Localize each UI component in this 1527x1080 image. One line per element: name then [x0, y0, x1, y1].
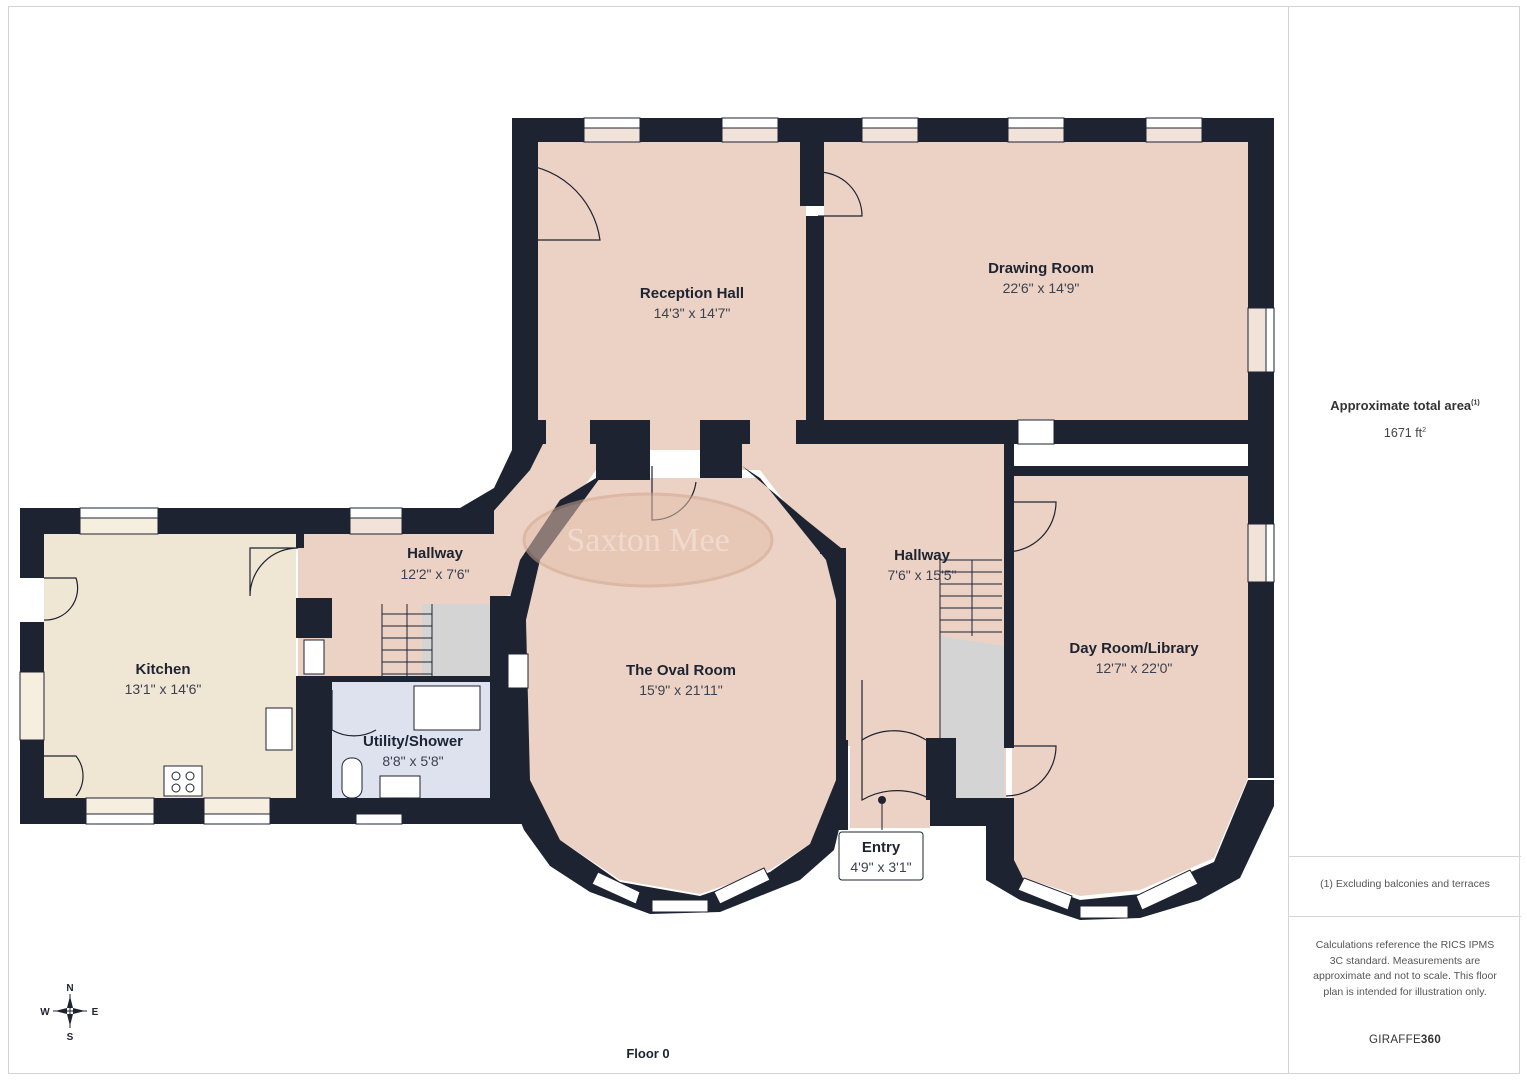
room-dims-day-room-library: 12'7" x 22'0"	[1096, 660, 1173, 676]
area-value-text: 1671 ft	[1383, 426, 1423, 440]
area-title-text: Approximate total area	[1330, 398, 1472, 413]
room-name-day-room-library: Day Room/Library	[1069, 640, 1199, 657]
disclaimer: Calculations reference the RICS IPMS 3C …	[1313, 939, 1497, 998]
hallway-west-fill	[298, 534, 530, 680]
area-title-sup: (1)	[1471, 399, 1480, 407]
entry-fill	[850, 744, 930, 828]
compass-south: S	[67, 1032, 74, 1043]
room-name-drawing-room: Drawing Room	[988, 260, 1094, 277]
windows	[19, 117, 1275, 919]
area-title: Approximate total area(1)	[1289, 398, 1521, 413]
area-unit-sup: 2	[1422, 426, 1427, 434]
room-name-entry: Entry	[862, 839, 901, 856]
compass-north: N	[66, 983, 73, 994]
room-name-hallway-east: Hallway	[894, 547, 951, 564]
watermark-text: Saxton Mee	[566, 522, 729, 559]
reception-hall-fill	[538, 142, 806, 424]
room-dims-utility-shower: 8'8" x 5'8"	[382, 753, 443, 769]
west-stair-landing	[422, 604, 492, 678]
room-name-oval-room: The Oval Room	[626, 662, 736, 679]
area-value: 1671 ft2	[1289, 426, 1521, 440]
room-name-reception-hall: Reception Hall	[640, 285, 744, 302]
panel-divider-2	[1289, 916, 1521, 917]
room-name-kitchen: Kitchen	[135, 661, 190, 678]
room-name-hallway-west: Hallway	[407, 545, 464, 562]
room-dims-kitchen: 13'1" x 14'6"	[125, 681, 202, 697]
central-hall-fill	[470, 420, 1006, 800]
brand-suffix: 360	[1420, 1034, 1442, 1046]
compass-west: W	[40, 1007, 50, 1018]
entry-marker	[878, 796, 886, 830]
watermark: Saxton Mee	[522, 492, 774, 588]
plan-frame	[8, 6, 1520, 1074]
footnote: (1) Excluding balconies and terraces	[1320, 878, 1490, 890]
floor-label: Floor 0	[626, 1046, 670, 1061]
brand-logo: GIRAFFE360	[1289, 1034, 1521, 1046]
room-dims-hallway-east: 7'6" x 15'5"	[888, 567, 957, 583]
fixtures	[163, 685, 481, 799]
room-dims-hallway-west: 12'2" x 7'6"	[401, 566, 470, 582]
compass-east: E	[92, 1007, 99, 1018]
entry-label-box	[838, 831, 924, 881]
room-dims-entry: 4'9" x 3'1"	[850, 859, 911, 875]
doors	[43, 163, 1057, 802]
brand-prefix: GIRAFFE	[1368, 1034, 1421, 1046]
room-name-utility-shower: Utility/Shower	[363, 733, 463, 750]
summary-panel: Approximate total area(1) 1671 ft2 (1) E…	[1288, 6, 1521, 1074]
drawing-room-fill	[824, 142, 1248, 420]
room-dims-drawing-room: 22'6" x 14'9"	[1003, 280, 1080, 296]
panel-divider-1	[1289, 856, 1521, 857]
room-dims-oval-room: 15'9" x 21'11"	[639, 682, 723, 698]
room-labels: Reception Hall 14'3" x 14'7" Drawing Roo…	[125, 260, 1199, 881]
room-dims-reception-hall: 14'3" x 14'7"	[654, 305, 731, 321]
day-room-fill	[1012, 474, 1248, 896]
compass-rose: N S W E	[40, 983, 98, 1043]
